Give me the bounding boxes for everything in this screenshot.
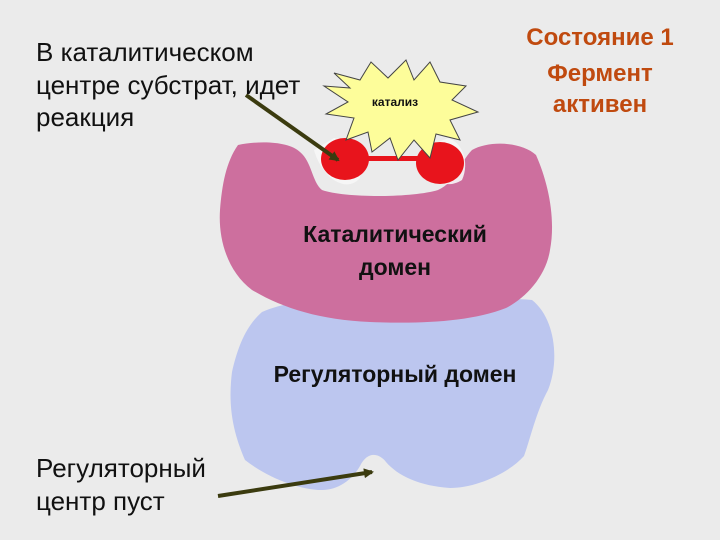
state-title: Состояние 1 [526,24,674,51]
catalysis-burst [322,59,480,162]
regulatory-domain [230,299,555,490]
regulatory-domain-label: Регуляторный домен [273,361,517,387]
regulatory-site-note: Регуляторный центр пуст [36,453,206,516]
arrow-to-regulatory-site [217,468,374,498]
substrate-bond [360,156,420,161]
catalytic-site-note: В каталитическом центре субстрат, идет р… [36,37,301,132]
catalytic-domain [219,142,553,323]
catalytic-domain-label: Каталитический домен [303,221,487,281]
state-status: Фермент активен [547,60,653,119]
arrow-to-catalytic-site [244,93,340,162]
enzyme-state: Состояние 1 Фермент активен [505,20,695,120]
substrate-left [321,138,369,180]
catalysis-label: катализ [371,95,419,109]
